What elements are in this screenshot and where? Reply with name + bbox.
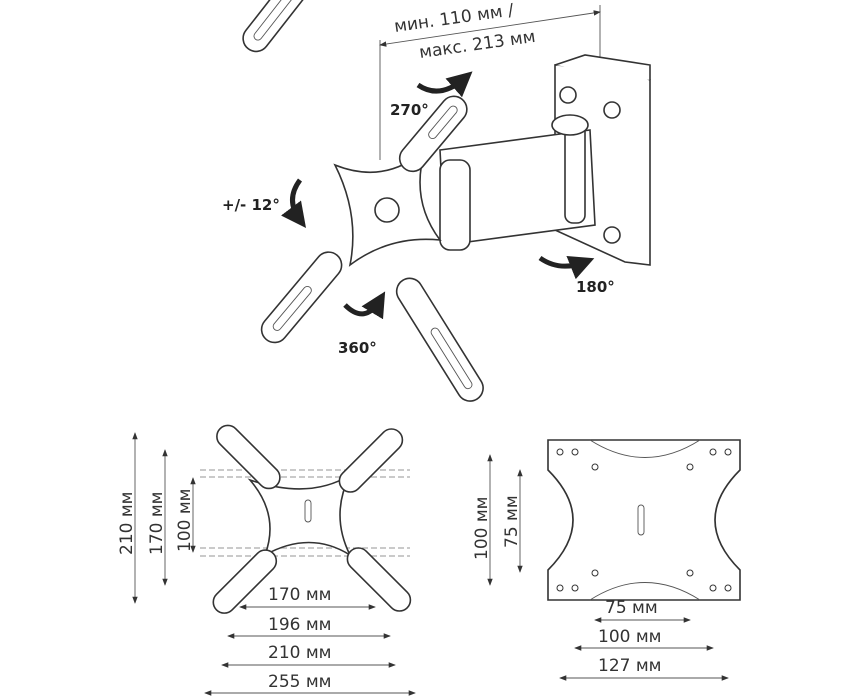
small-horizontal-dim-100: 100 мм bbox=[598, 627, 662, 647]
vertical-dim-100: 100 мм bbox=[175, 488, 195, 552]
vertical-dim-170: 170 мм bbox=[147, 491, 167, 555]
swivel-wall-arrow-icon bbox=[538, 255, 595, 280]
rotation-angle: 360° bbox=[338, 339, 377, 357]
extension-dimension-line bbox=[379, 10, 601, 47]
arm-assembly: мин. 110 мм / макс. 213 мм 270° +/- 12° bbox=[222, 0, 651, 402]
small-plate-dimensions: 100 мм 75 мм 75 мм 100 мм 127 мм bbox=[472, 439, 741, 681]
swivel-wall-angle: 180° bbox=[576, 278, 615, 296]
large-plate-dimensions: 210 мм 170 мм 100 мм 170 мм 196 мм 210 м… bbox=[117, 424, 416, 696]
horizontal-dim-170: 170 мм bbox=[268, 585, 332, 605]
swivel-arm-arrow-icon bbox=[416, 71, 473, 98]
small-horizontal-dim-75: 75 мм bbox=[605, 598, 658, 618]
tilt-arrow-icon bbox=[281, 178, 306, 229]
small-vertical-dim-100: 100 мм bbox=[472, 496, 492, 560]
horizontal-dim-255: 255 мм bbox=[268, 672, 332, 692]
tilt-angle: +/- 12° bbox=[222, 196, 280, 214]
vertical-dim-210: 210 мм bbox=[117, 491, 137, 555]
extension-max-label: макс. 213 мм bbox=[418, 27, 537, 63]
swivel-arm-angle: 270° bbox=[390, 101, 429, 119]
small-vertical-dim-75: 75 мм bbox=[502, 495, 522, 548]
small-horizontal-dim-127: 127 мм bbox=[598, 656, 662, 676]
horizontal-dim-210: 210 мм bbox=[268, 643, 332, 663]
vesa-cross-plate bbox=[242, 0, 484, 402]
horizontal-dim-196: 196 мм bbox=[268, 615, 332, 635]
rotation-arrow-icon bbox=[343, 291, 386, 320]
